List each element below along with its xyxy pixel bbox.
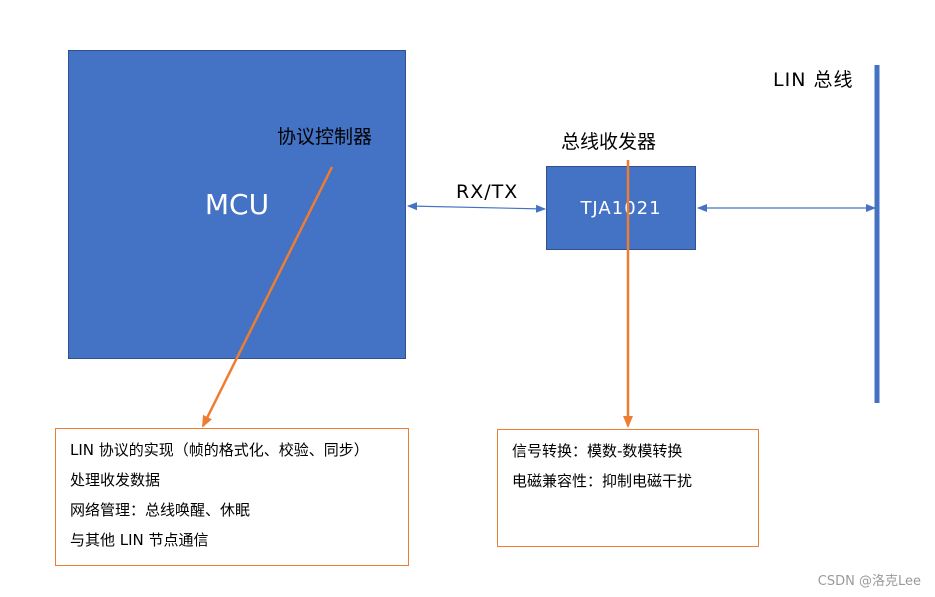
- note-line: 网络管理：总线唤醒、休眠: [70, 501, 251, 519]
- mcu-function-note: LIN 协议的实现（帧的格式化、校验、同步） 处理收发数据 网络管理：总线唤醒、…: [55, 428, 409, 566]
- lin-bus-label: LIN 总线: [773, 69, 854, 91]
- transceiver-function-note: 信号转换：模数-数模转换 电磁兼容性：抑制电磁干扰: [497, 429, 759, 547]
- rx-tx-label: RX/TX: [456, 181, 519, 203]
- note-line: 电磁兼容性：抑制电磁干扰: [512, 472, 693, 490]
- controller-callout-arrow: [201, 166, 334, 428]
- protocol-controller-label: 协议控制器: [277, 126, 373, 148]
- transceiver-chip-label: TJA1021: [580, 198, 662, 219]
- note-line: 与其他 LIN 节点通信: [70, 531, 209, 549]
- note-line: 处理收发数据: [70, 471, 161, 489]
- mcu-label: MCU: [204, 188, 270, 221]
- note-line: LIN 协议的实现（帧的格式化、校验、同步）: [70, 441, 369, 459]
- rx-tx-connector: [407, 202, 546, 213]
- note-line: 信号转换：模数-数模转换: [512, 442, 683, 460]
- watermark: CSDN @洛克Lee: [817, 574, 921, 589]
- mcu-block: [68, 50, 406, 359]
- transceiver-block: [546, 166, 696, 250]
- transceiver-title: 总线收发器: [561, 131, 657, 153]
